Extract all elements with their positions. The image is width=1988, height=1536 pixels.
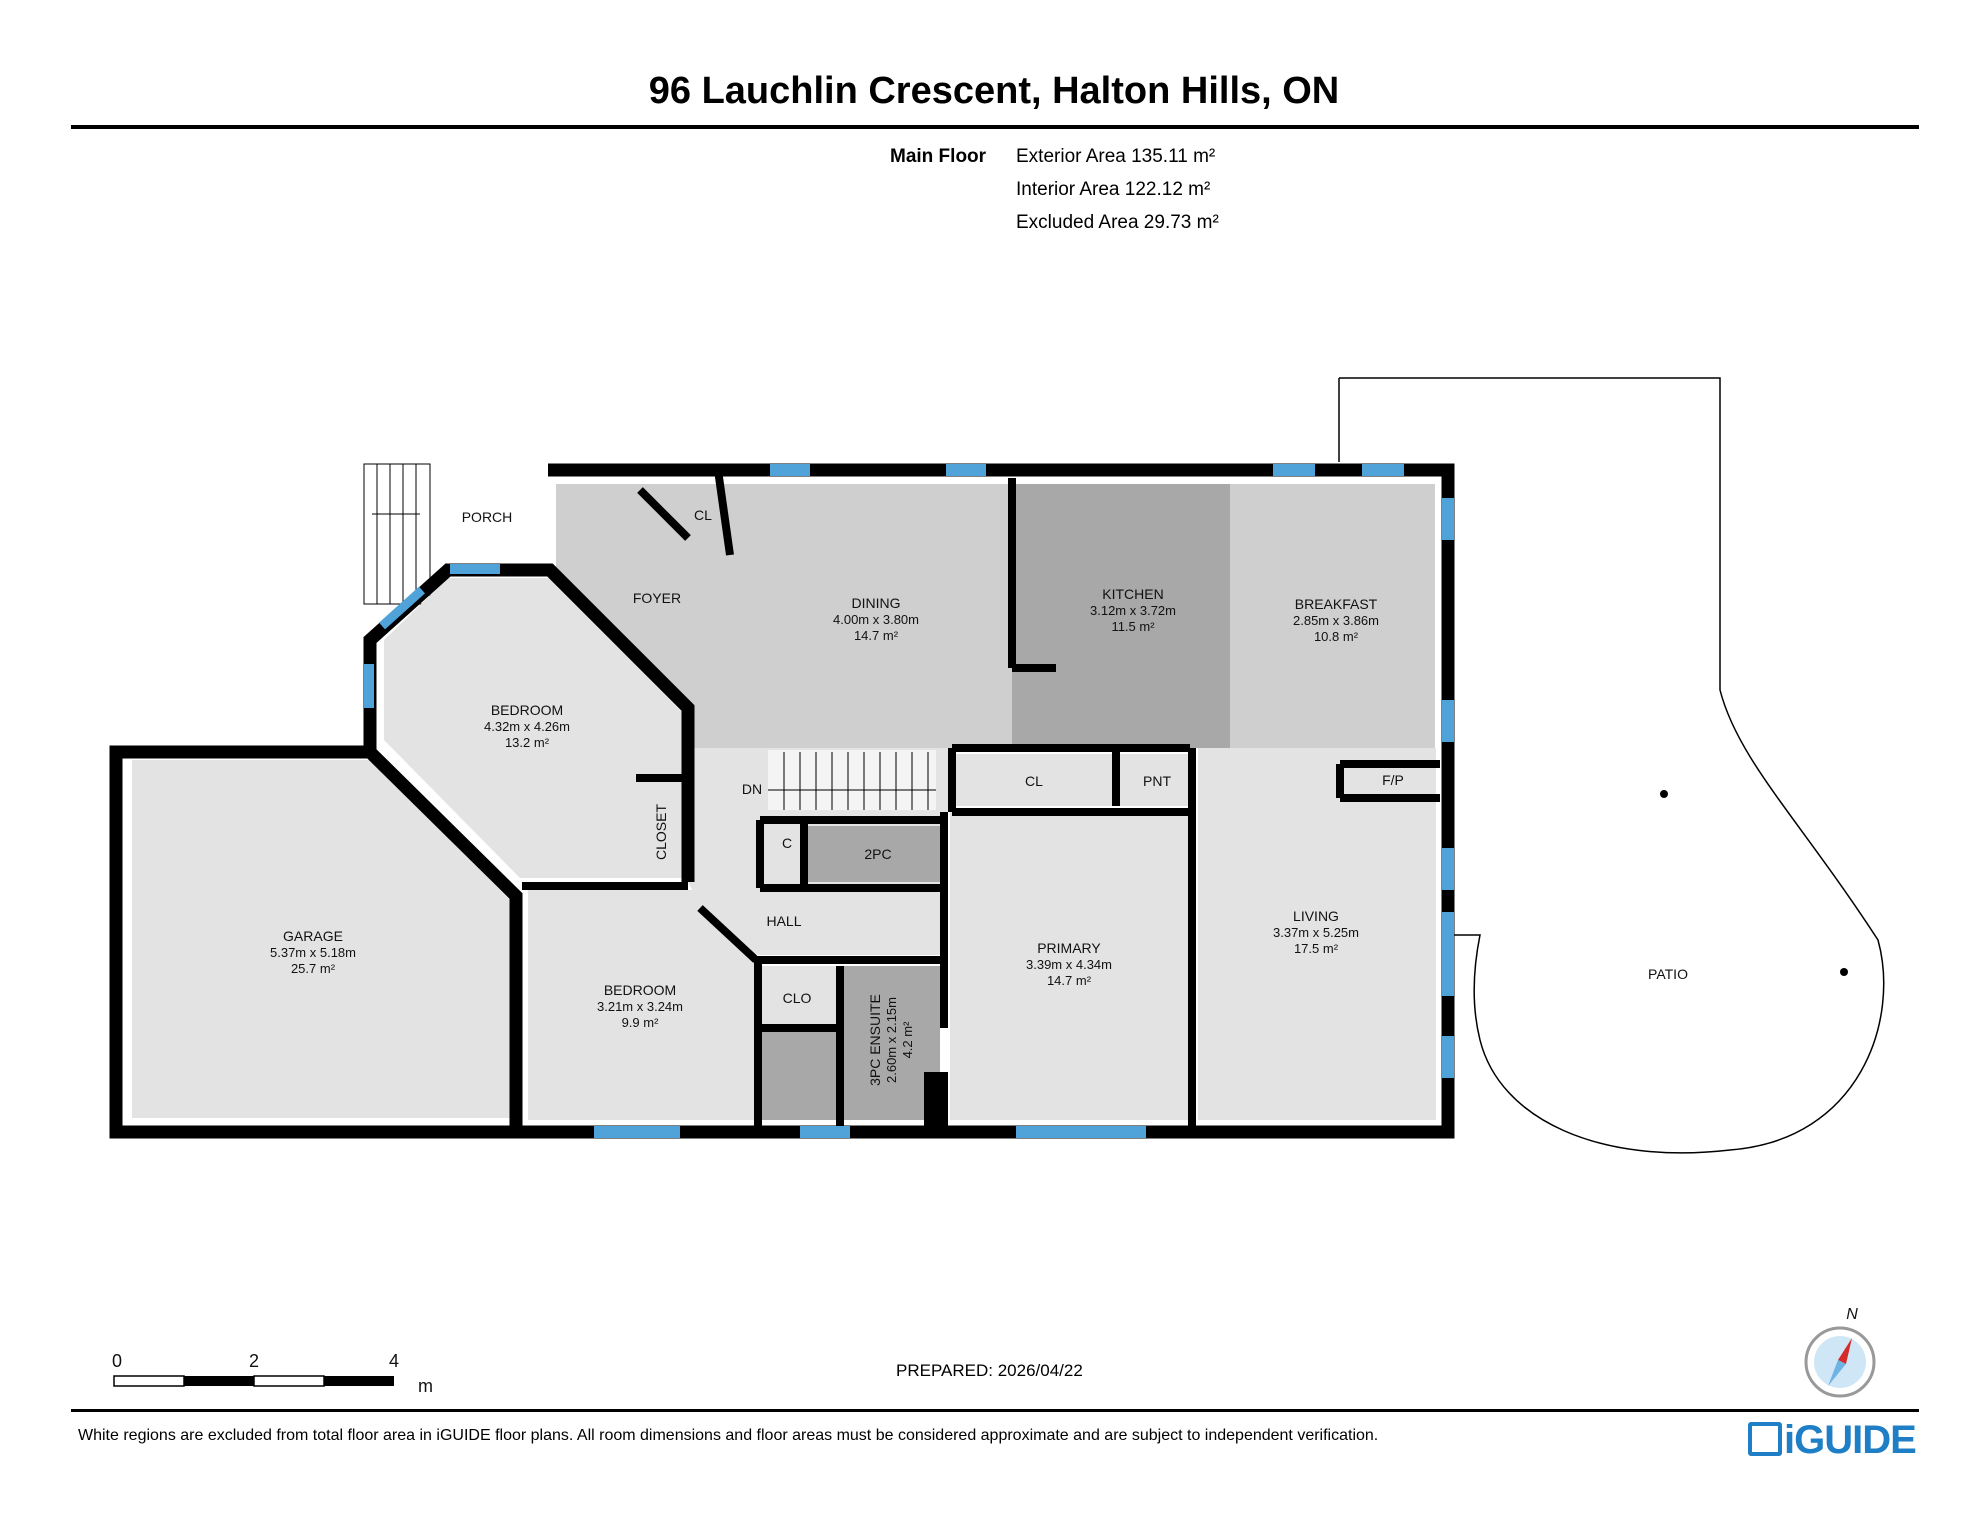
garage-area-text: 25.7 m² [291, 961, 336, 976]
c-area [760, 826, 800, 882]
interior-walls [522, 469, 1440, 1130]
bedroom1-area [384, 578, 686, 878]
living-dims: 3.37m x 5.25m [1273, 925, 1359, 940]
porch-stairs [363, 463, 431, 605]
garage-dims: 5.37m x 5.18m [270, 945, 356, 960]
dining-label: DINING [852, 595, 901, 611]
living-area-text: 17.5 m² [1294, 941, 1339, 956]
kitchen-label: KITCHEN [1102, 586, 1163, 602]
living-area [1198, 748, 1436, 1120]
dining-dims: 4.00m x 3.80m [833, 612, 919, 627]
room-labels: PORCH CL FOYER DINING 4.00m x 3.80m 14.7… [270, 507, 1688, 1086]
pnt-area [1110, 754, 1192, 806]
breakfast-label: BREAKFAST [1295, 596, 1378, 612]
exterior-area: Exterior Area 135.11 m² [1016, 146, 1216, 167]
breakfast-dims: 2.85m x 3.86m [1293, 613, 1379, 628]
patio-marker-2 [1840, 968, 1848, 976]
bedroom2-dims: 3.21m x 3.24m [597, 999, 683, 1014]
prepared-date: PREPARED: 2026/04/22 [896, 1361, 1083, 1380]
disclaimer-text: White regions are excluded from total fl… [78, 1427, 1379, 1444]
area-lines: Exterior Area 135.11 m² Interior Area 12… [1016, 140, 1219, 239]
scale-bar: 0 2 4 m [112, 1351, 433, 1396]
bedroom1-dims: 4.32m x 4.26m [484, 719, 570, 734]
clo-area-top [760, 966, 838, 1028]
floor-name: Main Floor [890, 146, 987, 167]
primary-area-text: 14.7 m² [1047, 973, 1092, 988]
stair-area [768, 750, 936, 810]
garage-area [132, 760, 516, 1118]
living-label: LIVING [1293, 908, 1339, 924]
dining-area-text: 14.7 m² [854, 628, 899, 643]
hall-label: HALL [766, 913, 801, 929]
ensuite-area-text: 4.2 m² [900, 1021, 915, 1059]
header-rule [71, 125, 1919, 129]
brand-logo: iGUIDE [1748, 1418, 1917, 1463]
fp-label: F/P [1382, 772, 1404, 788]
page-title: 96 Lauchlin Crescent, Halton Hills, ON [648, 70, 1340, 112]
scale-tick-0: 0 [112, 1351, 122, 1371]
room-fills [132, 484, 1436, 1120]
primary-label: PRIMARY [1037, 940, 1101, 956]
twopc-label: 2PC [864, 846, 891, 862]
patio-outline [1338, 377, 1885, 1154]
compass-north-label: N [1846, 1306, 1858, 1323]
footer-rule [71, 1409, 1919, 1412]
bedroom2-area-text: 9.9 m² [622, 1015, 660, 1030]
breakfast-area [1230, 484, 1435, 748]
excluded-area: Excluded Area 29.73 m² [1016, 212, 1219, 233]
cl-foyer-label: CL [694, 507, 712, 523]
bedroom2-label: BEDROOM [604, 982, 676, 998]
patio-marker-1 [1660, 790, 1668, 798]
porch-label: PORCH [462, 509, 513, 525]
garage-label: GARAGE [283, 928, 343, 944]
compass-icon: N [1804, 1306, 1876, 1398]
scale-unit: m [418, 1376, 433, 1396]
foyer-label: FOYER [633, 590, 681, 606]
pnt-label: PNT [1143, 773, 1171, 789]
foyer-area [556, 484, 730, 748]
primary-dims: 3.39m x 4.34m [1026, 957, 1112, 972]
stair-treads [768, 752, 936, 810]
closet-label: CLOSET [653, 804, 669, 860]
kitchen-area [1012, 484, 1230, 748]
c-label: C [782, 835, 792, 851]
window-diag [378, 586, 426, 630]
cl-upper-label: CL [1025, 773, 1043, 789]
bedroom1-label: BEDROOM [491, 702, 563, 718]
dn-label: DN [742, 781, 762, 797]
scale-tick-2: 2 [249, 1351, 259, 1371]
ensuite-dims: 2.60m x 2.15m [884, 997, 899, 1083]
windows [364, 464, 1454, 1138]
scale-tick-4: 4 [389, 1351, 399, 1371]
brand-icon [1748, 1422, 1782, 1456]
bedroom1-area-text: 13.2 m² [505, 735, 550, 750]
breakfast-area-text: 10.8 m² [1314, 629, 1359, 644]
ensuite-label: 3PC ENSUITE [867, 994, 883, 1086]
dining-area [730, 484, 1012, 748]
primary-area [950, 812, 1188, 1120]
closet-area [636, 782, 684, 874]
patio-label: PATIO [1648, 966, 1688, 982]
brand-name: iGUIDE [1784, 1418, 1917, 1462]
cl-upper-area [948, 754, 1110, 806]
ensuite-wall-block [924, 1072, 948, 1130]
clo-label: CLO [783, 990, 812, 1006]
twopc-area [808, 826, 940, 882]
kitchen-area-text: 11.5 m² [1111, 619, 1155, 634]
kitchen-dims: 3.12m x 3.72m [1090, 603, 1176, 618]
interior-area: Interior Area 122.12 m² [1016, 179, 1211, 200]
